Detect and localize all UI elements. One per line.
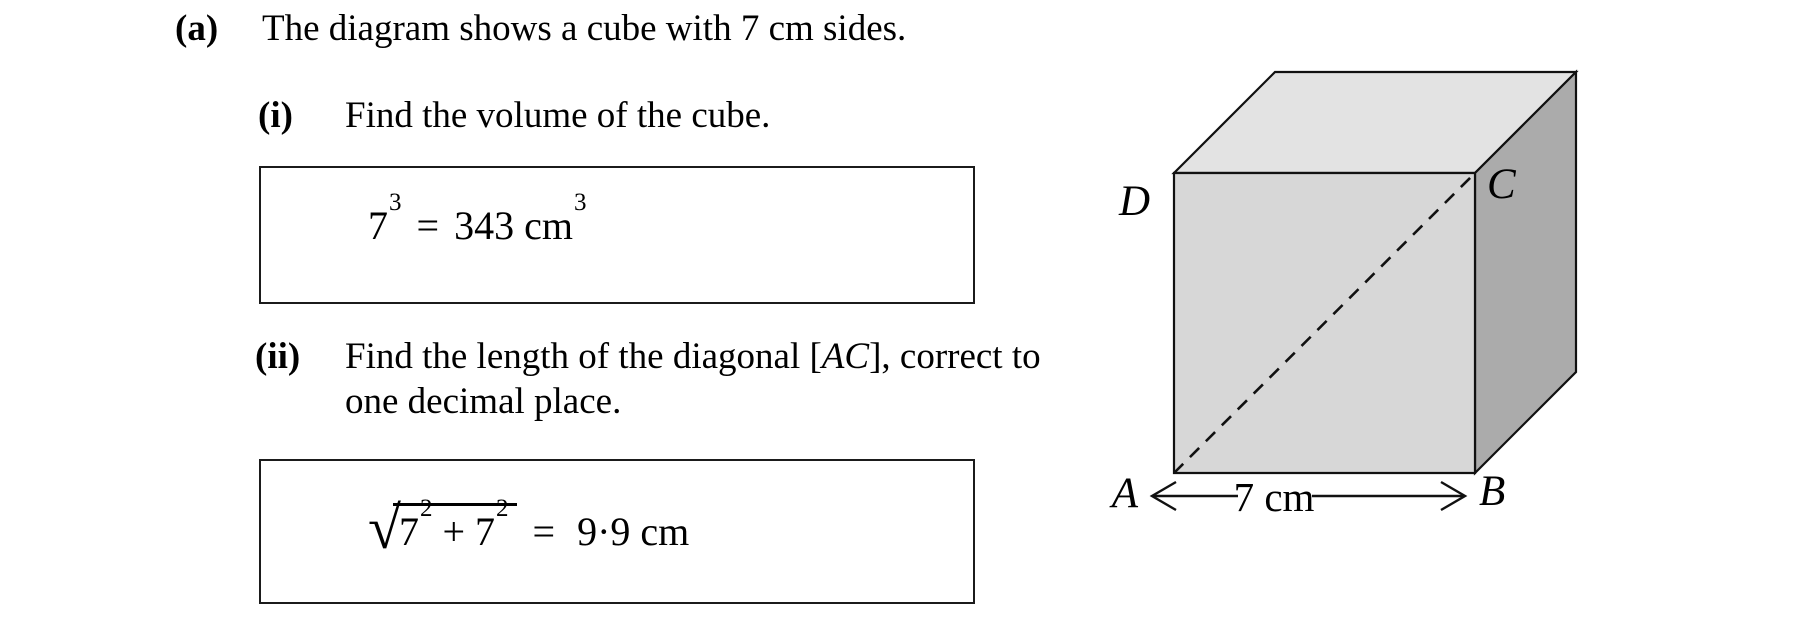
radicand-term2-exp: 2	[496, 494, 509, 522]
answer-box-volume	[259, 166, 975, 304]
part-i-text: Find the volume of the cube.	[345, 95, 771, 136]
part-a-label: (a)	[175, 8, 219, 49]
volume-exponent: 3	[389, 188, 402, 216]
part-ii-text-post: ], correct to	[869, 336, 1041, 377]
vertex-label-d: D	[1118, 178, 1150, 225]
diagonal-answer-formula: √72+72=9·9 cm	[368, 496, 690, 558]
volume-base: 7	[368, 203, 388, 248]
diagonal-ac-dashed-line	[1173, 176, 1472, 474]
radicand: 72+72	[392, 496, 517, 554]
part-ii-line2: one decimal place.	[345, 381, 622, 422]
question-part-i: (i) Find the volume of the cube.	[258, 97, 770, 134]
arrowhead-right-icon	[1440, 480, 1468, 512]
vertex-label-b: B	[1479, 468, 1505, 515]
cube-diagram: D C A B 7 cm	[1109, 69, 1579, 520]
part-ii-line1: (ii) Find the length of the diagonal [AC]…	[255, 334, 1041, 379]
radicand-term1-exp: 2	[419, 494, 433, 522]
arrowhead-left-icon	[1149, 480, 1177, 512]
radicand-term1: 7	[398, 509, 419, 554]
part-ii-text-ac: AC	[821, 336, 870, 377]
volume-answer-formula: 73=343 cm3	[368, 190, 586, 248]
volume-result-exponent: 3	[573, 188, 587, 216]
vertex-label-a: A	[1109, 470, 1139, 517]
question-part-ii: (ii) Find the length of the diagonal [AC]…	[255, 334, 1041, 424]
vertex-label-c: C	[1487, 161, 1517, 208]
equals-sign: =	[416, 203, 440, 248]
question-part-a: (a) The diagram shows a cube with 7 cm si…	[175, 10, 906, 47]
equals-sign-2: =	[532, 509, 556, 554]
radical-sign: √	[368, 495, 401, 561]
part-ii-label: (ii)	[255, 336, 301, 377]
side-length-label: 7 cm	[1234, 474, 1315, 520]
part-i-label: (i)	[258, 95, 293, 136]
volume-result: 343 cm	[454, 203, 573, 248]
radicand-term2: 7	[475, 509, 495, 554]
part-ii-text-pre: Find the length of the diagonal [	[345, 336, 822, 377]
answer-box-diagonal	[259, 459, 975, 604]
plus-sign: +	[442, 509, 465, 554]
diagonal-result: 9·9 cm	[577, 509, 690, 554]
part-a-text: The diagram shows a cube with 7 cm sides…	[262, 8, 907, 49]
